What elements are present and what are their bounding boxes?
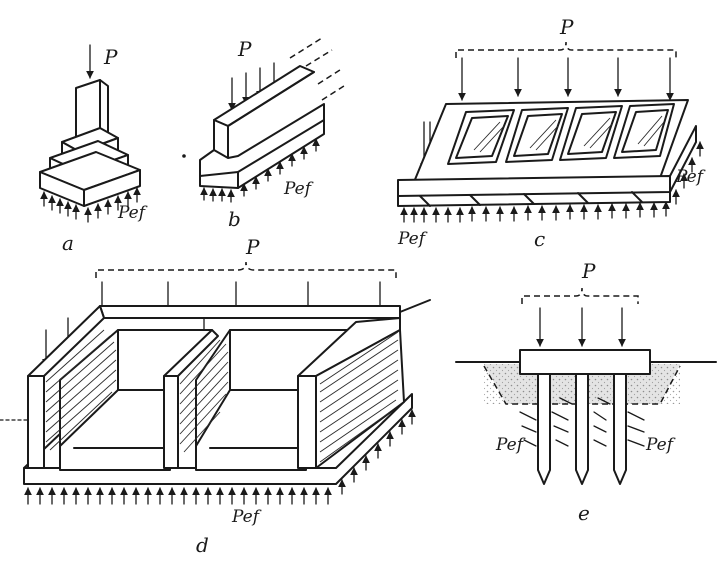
grid-front-beam bbox=[397, 175, 671, 197]
reaction-arrows-c bbox=[400, 141, 704, 223]
raft-right-wall-side bbox=[315, 329, 405, 469]
load-brace-c bbox=[455, 41, 677, 58]
diagram-letter-c: c bbox=[534, 227, 545, 251]
reaction-label-e-left: Pef bbox=[495, 435, 526, 455]
reaction-label-c-right: Pef bbox=[675, 167, 706, 187]
diagram-letter-d: d bbox=[196, 533, 209, 557]
reaction-label-a: Pef bbox=[117, 203, 148, 223]
diagram-letter-e: e bbox=[578, 501, 590, 525]
pile-cap bbox=[519, 349, 651, 375]
piles bbox=[537, 373, 627, 485]
grid-cells bbox=[447, 103, 675, 165]
diagram-letter-b: b bbox=[228, 207, 241, 231]
raft-middle-wall-front bbox=[163, 375, 179, 469]
load-label-c: P bbox=[559, 15, 574, 39]
diagram-letter-a: a bbox=[62, 231, 74, 255]
load-label-b: P bbox=[237, 37, 252, 61]
load-arrows-e bbox=[536, 307, 626, 347]
load-label-d: P bbox=[245, 235, 260, 259]
raft-left-wall-front bbox=[27, 375, 45, 469]
raft-right-wall-front bbox=[297, 375, 317, 469]
diagram-a-column-footing: P Pef a bbox=[39, 44, 148, 255]
hatched-wall-2 bbox=[179, 339, 229, 453]
hatched-wall-1 bbox=[45, 329, 117, 451]
diagram-d-raft-foundation: P Pef d bbox=[0, 235, 431, 557]
load-brace-e bbox=[521, 287, 639, 304]
reaction-label-e-right: Pef bbox=[645, 435, 676, 455]
load-brace-d bbox=[95, 261, 397, 278]
reaction-label-b: Pef bbox=[283, 179, 314, 199]
reaction-label-d: Pef bbox=[231, 507, 262, 527]
diagram-c-grid-foundation: P Pef Pef c bbox=[397, 15, 706, 251]
reaction-label-c: Pef bbox=[397, 229, 428, 249]
reaction-arrows-a bbox=[40, 187, 141, 223]
reaction-arrows-b bbox=[200, 138, 320, 203]
raft-rim-back bbox=[99, 305, 401, 319]
diagram-e-pile-foundation: P Pef Pef e bbox=[455, 259, 717, 525]
friction-arrows-e bbox=[519, 397, 645, 447]
wall-top bbox=[213, 65, 315, 127]
footing-body bbox=[199, 103, 325, 177]
load-label-e: P bbox=[581, 259, 596, 283]
diagram-b-strip-footing: P Pef b bbox=[182, 37, 345, 231]
hatched-wall-3 bbox=[319, 331, 399, 463]
load-label-a: P bbox=[103, 45, 118, 69]
reaction-arrows-d bbox=[24, 409, 416, 505]
raft-base-slab bbox=[23, 393, 413, 485]
